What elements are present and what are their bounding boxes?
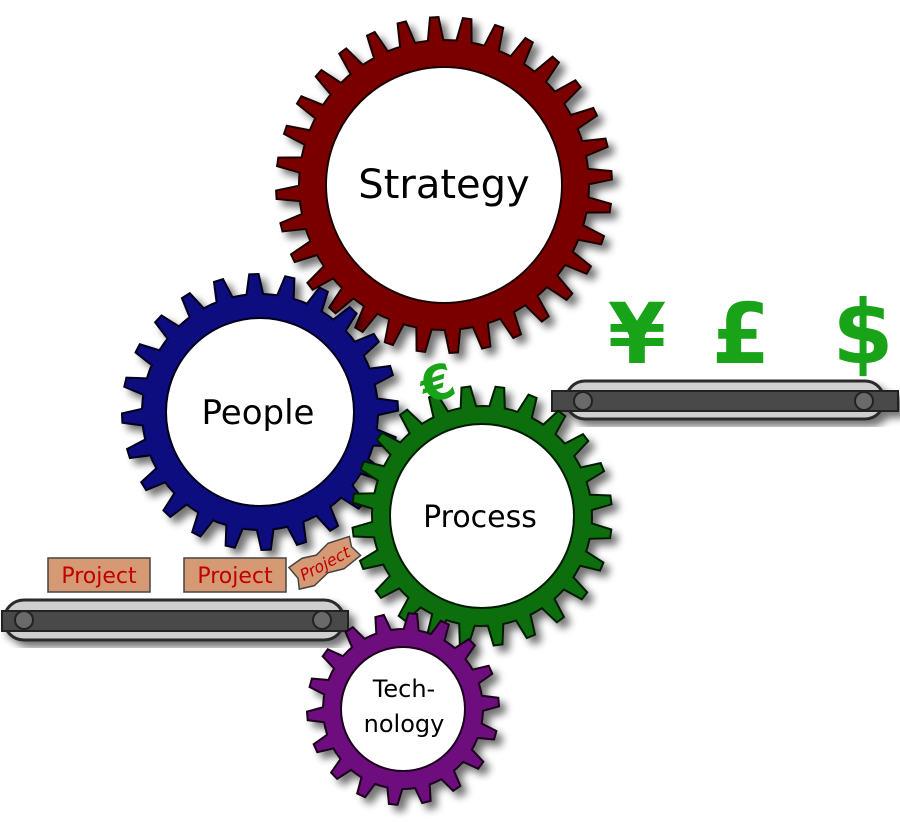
right-conveyor <box>551 379 899 421</box>
pound-symbol: £ <box>712 285 770 383</box>
yen-symbol: ¥ <box>608 285 666 383</box>
right-conveyor-roller-left <box>573 391 593 411</box>
left-conveyor-roller-right <box>312 610 332 630</box>
people-label: People <box>202 393 315 433</box>
left-conveyor <box>1 598 349 642</box>
project-box-2-label: Project <box>197 564 273 589</box>
project-box-2: Project <box>183 557 287 593</box>
strategy-label: Strategy <box>358 162 529 208</box>
euro-symbol: € <box>412 352 462 416</box>
people-gear <box>120 272 400 552</box>
project-box-1: Project <box>47 557 151 593</box>
process-label: Process <box>423 500 537 535</box>
process-gear <box>351 385 613 647</box>
strategy-gear <box>275 16 613 354</box>
technology-gear <box>305 612 501 806</box>
dollar-symbol: $ <box>832 281 893 384</box>
technology-label-line1: Tech- <box>372 675 435 703</box>
left-conveyor-roller-left <box>14 610 34 630</box>
technology-label-line2: nology <box>364 710 445 738</box>
project-box-1-label: Project <box>61 564 137 589</box>
right-conveyor-roller-right <box>854 391 874 411</box>
